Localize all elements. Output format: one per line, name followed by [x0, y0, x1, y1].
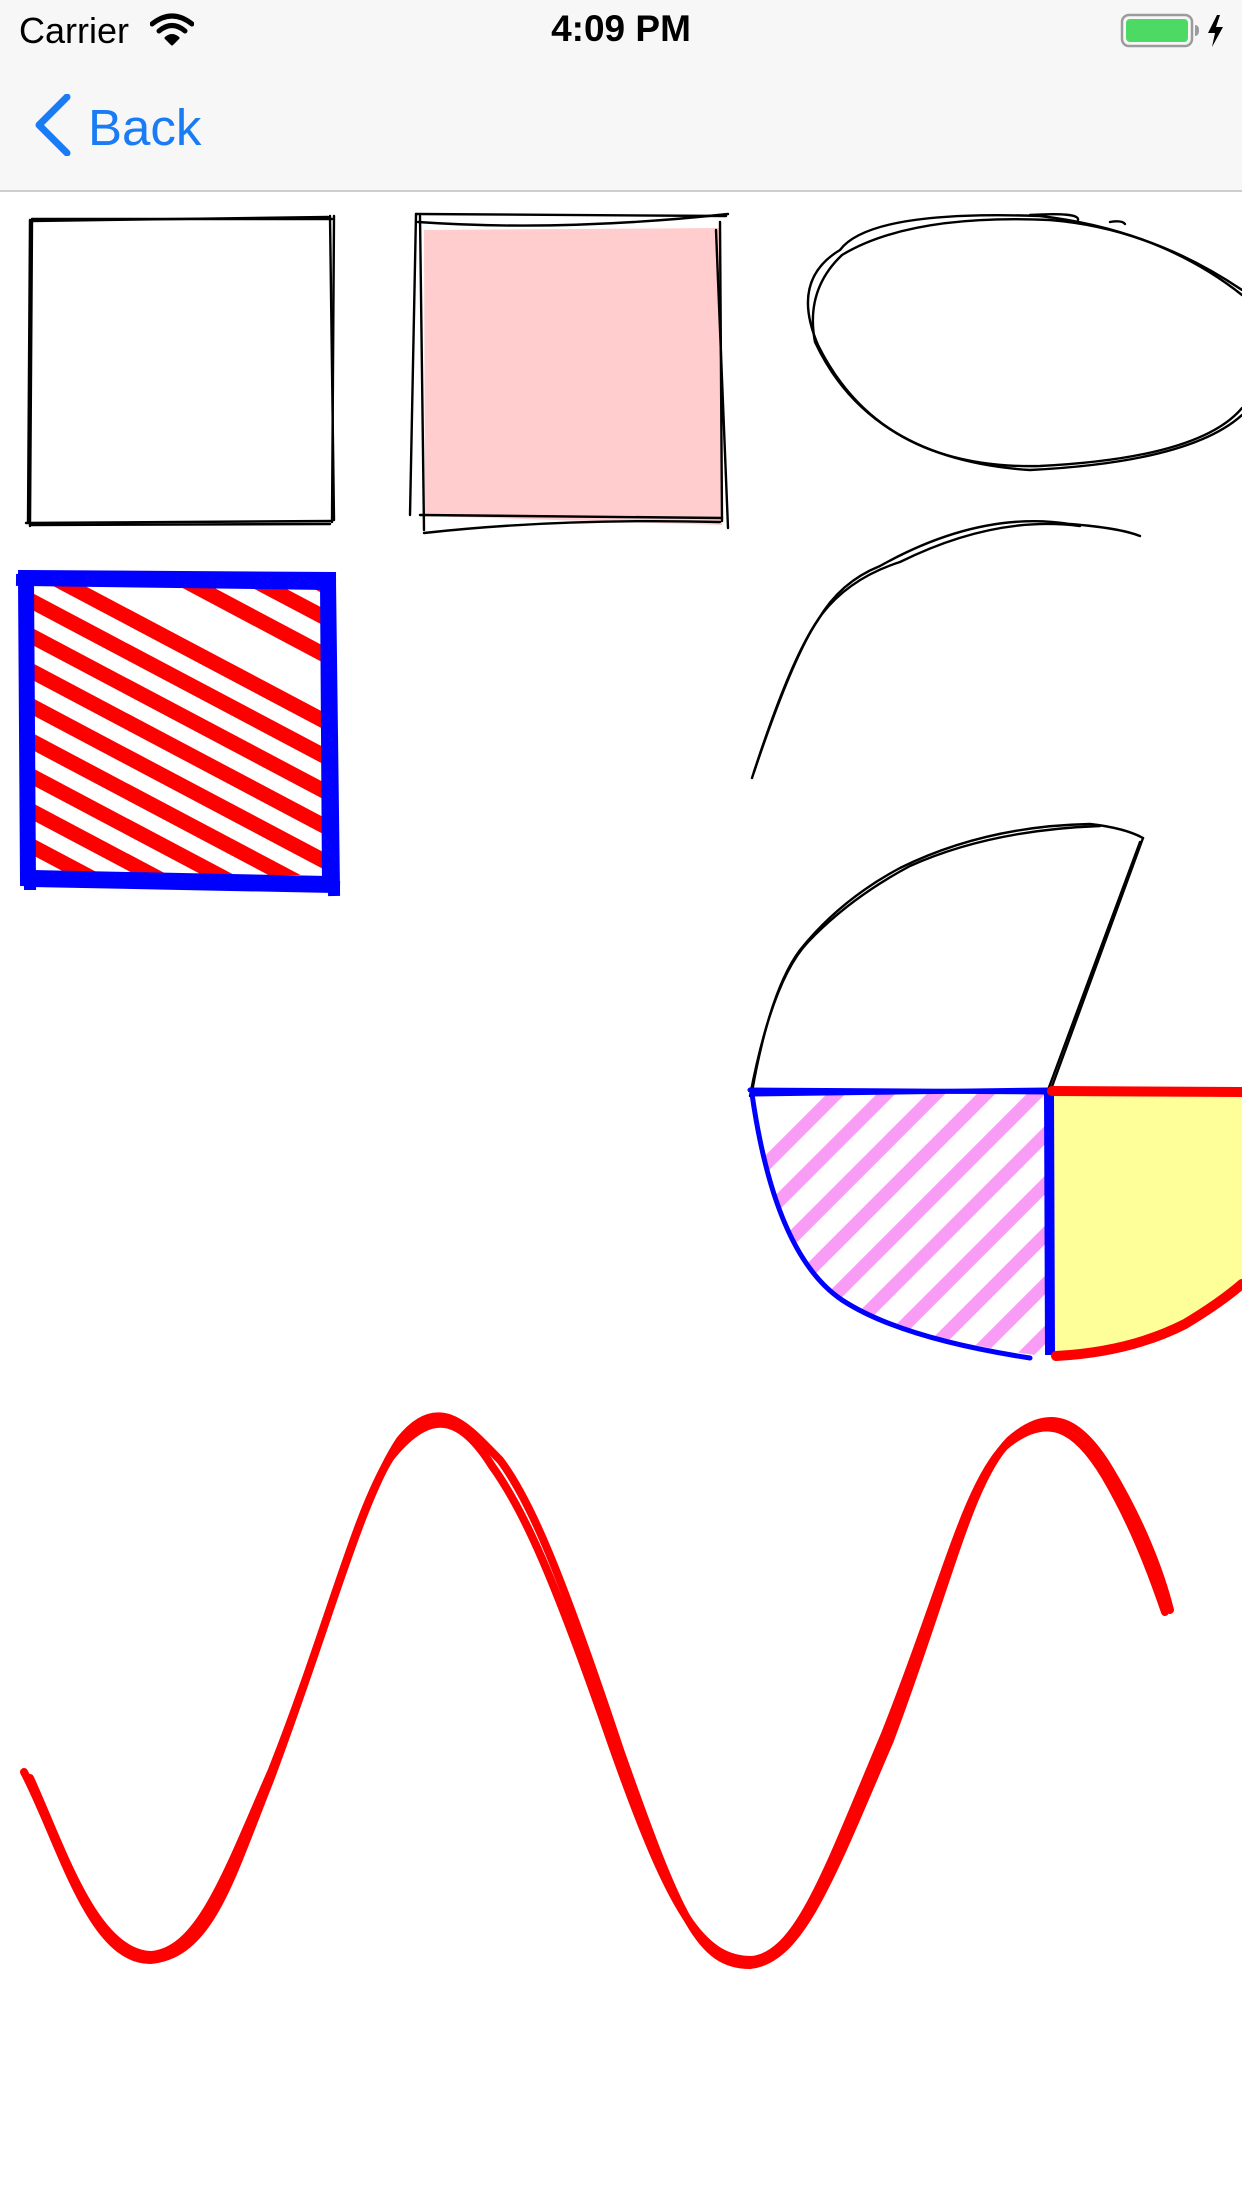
- battery-charging-icon: [1120, 13, 1230, 54]
- back-button[interactable]: Back: [34, 92, 201, 162]
- sketch-pie: [747, 822, 1242, 1361]
- sketch-ellipse: [806, 212, 1242, 472]
- navigation-bar: Carrier 4:09 PM Back: [0, 0, 1242, 192]
- sketch-square-pink-fill: [408, 212, 730, 535]
- chevron-left-icon: [34, 93, 72, 161]
- sketch-square-plain: [24, 214, 336, 528]
- sketch-sine-wave: [20, 1412, 1174, 1970]
- sketch-curve: [750, 520, 1142, 780]
- status-bar: Carrier 4:09 PM: [0, 0, 1242, 60]
- sketch-canvas: [15, 212, 1242, 1970]
- carrier-label: Carrier: [19, 10, 130, 51]
- sketch-square-red-hachure: [15, 569, 341, 897]
- back-label: Back: [88, 98, 202, 156]
- wifi-icon: [149, 12, 195, 51]
- status-time: 4:09 PM: [551, 8, 691, 49]
